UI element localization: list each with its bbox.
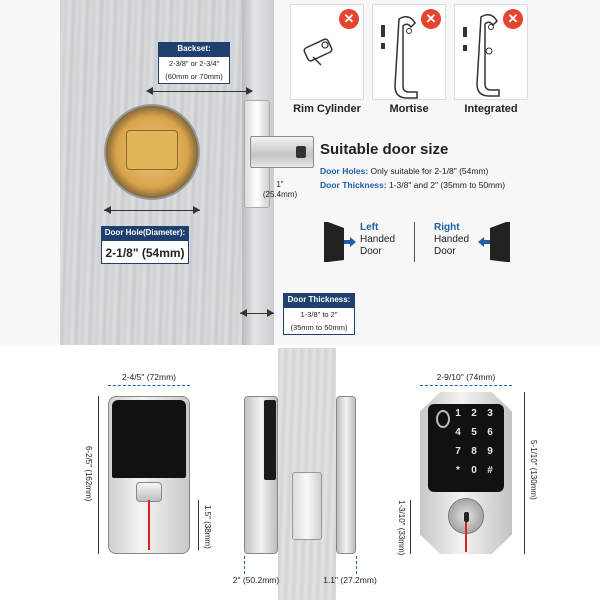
keypad-key-0: 0 [471, 465, 477, 476]
keypad-width-label: 2-9/10" (74mm) [436, 372, 496, 382]
exterior-touch-panel [112, 400, 186, 478]
right-handed-door-icon [478, 222, 510, 262]
right-handed-door-label: Right Handed Door [434, 222, 469, 258]
handed-divider [414, 222, 415, 262]
keypad-key-1: 1 [455, 408, 461, 419]
front-width-guide [108, 385, 190, 386]
right-handed-line2: Handed [434, 234, 470, 245]
keypad-height-line [524, 392, 525, 554]
keypad-key-star: * [456, 465, 460, 476]
rim-cylinder-card: ✕ [290, 4, 364, 100]
door-thickness-line2: (35mm to 50mm) [290, 323, 348, 332]
backset-line2: (60mm or 70mm) [165, 72, 223, 81]
right-handed-line3: Door [434, 246, 456, 257]
keypad-key-5: 5 [471, 427, 477, 438]
door-thickness-key: Door Thickness: [320, 180, 387, 190]
keypad-key-8: 8 [471, 446, 477, 457]
backset-callout-title: Backset: [158, 42, 230, 56]
keyhole-height-arrow [465, 522, 467, 552]
left-handed-line1: Left [360, 222, 379, 233]
side-touch-panel [264, 400, 276, 480]
rim-cylinder-lock-icon [303, 38, 333, 66]
left-handed-door-label: Left Handed Door [360, 222, 395, 258]
door-hole-arrow-right [193, 206, 200, 214]
backset-dimension-line [148, 91, 252, 92]
door-hole-dimension-line [104, 210, 200, 211]
section-divider [0, 345, 600, 348]
keypad-key-7: 7 [455, 446, 461, 457]
bolt-length-line2: (25.4mm) [262, 189, 298, 199]
left-handed-door-icon [324, 222, 356, 262]
door-thickness-value: 1-3/8" and 2" (35mm to 50mm) [388, 180, 506, 190]
door-thickness-dimension-line [240, 313, 274, 314]
side-depth-guide [356, 556, 357, 574]
right-handed-line1: Right [434, 222, 460, 233]
keyhole-slot [464, 512, 469, 522]
front-width-label: 2-4/5" (72mm) [121, 372, 177, 382]
door-thickness-spec: Door Thickness: 1-3/8" and 2" (35mm to 5… [320, 180, 505, 190]
fingerprint-sensor-icon [436, 410, 450, 428]
side-depth-guide [244, 556, 245, 574]
keypad-key-9: 9 [487, 446, 493, 457]
keypad-key-hash: # [487, 465, 493, 476]
installation-panel: Backset: 2-3/8" or 2-3/4" (60mm or 70mm)… [60, 0, 528, 345]
keypad-key-6: 6 [487, 427, 493, 438]
thumb-turn-icon [136, 482, 162, 502]
reject-icon: ✕ [421, 9, 441, 29]
front-height-line [98, 396, 99, 554]
left-handed-line2: Handed [360, 234, 396, 245]
side-interior-body [336, 396, 356, 554]
keyhole-height-label: 1-3/10" (33mm) [397, 500, 406, 556]
latch-mechanism [126, 130, 178, 170]
backset-arrow-left [146, 87, 153, 95]
door-hole-callout-value: 2-1/8" (54mm) [101, 240, 189, 264]
backset-line1: 2-3/8" or 2-3/4" [168, 59, 220, 68]
keypad-key-2: 2 [471, 408, 477, 419]
door-thickness-callout-title: Door Thickness: [283, 293, 355, 307]
mortise-label: Mortise [389, 103, 429, 115]
door-hole-callout-title: Door Hole(Diameter): [101, 226, 189, 240]
door-thickness-arrow-left [240, 309, 247, 317]
mortise-card: ✕ [372, 4, 446, 100]
thumb-height-arrow [148, 500, 150, 550]
door-holes-key: Door Holes: [320, 166, 369, 176]
thumb-height-line [198, 500, 199, 550]
keyhole-height-line [410, 500, 411, 554]
bolt-length-label: 1" (25.4mm) [258, 180, 302, 199]
door-holes-value: Only suitable for 2-1/8" (54mm) [370, 166, 489, 176]
side-depth-inner-label: 1.1" (27.2mm) [323, 575, 377, 585]
door-hole-arrow-left [104, 206, 111, 214]
backset-callout-body: 2-3/8" or 2-3/4" (60mm or 70mm) [158, 56, 230, 84]
thumb-height-label: 1.5" (38mm) [203, 505, 212, 549]
keypad-height-label: 5-1/10" (130mm) [529, 440, 538, 500]
door-thickness-arrow-right [267, 309, 274, 317]
side-latch-plate [292, 472, 322, 540]
door-thickness-line1: 1-3/8" to 2" [300, 310, 338, 319]
reject-icon: ✕ [503, 9, 523, 29]
keypad-width-guide [420, 385, 512, 386]
front-height-label: 6-2/5" (162mm) [84, 446, 93, 502]
rim-cylinder-label: Rim Cylinder [293, 103, 361, 115]
backset-arrow-right [246, 87, 253, 95]
integrated-card: ✕ [454, 4, 528, 100]
bolt-length-line1: 1" [276, 180, 284, 189]
suitable-door-size-title: Suitable door size [320, 141, 449, 158]
keypad-key-4: 4 [455, 427, 461, 438]
keypad-key-3: 3 [487, 408, 493, 419]
side-depth-outer-label: 2" (50.2mm) [232, 575, 280, 585]
integrated-label: Integrated [464, 103, 518, 115]
mortise-lock-icon [381, 16, 418, 99]
door-holes-spec: Door Holes: Only suitable for 2-1/8" (54… [320, 166, 488, 176]
latch-slot [296, 146, 306, 158]
left-handed-line3: Door [360, 246, 382, 257]
integrated-lock-icon [463, 14, 500, 97]
reject-icon: ✕ [339, 9, 359, 29]
door-thickness-callout-body: 1-3/8" to 2" (35mm to 50mm) [283, 307, 355, 335]
